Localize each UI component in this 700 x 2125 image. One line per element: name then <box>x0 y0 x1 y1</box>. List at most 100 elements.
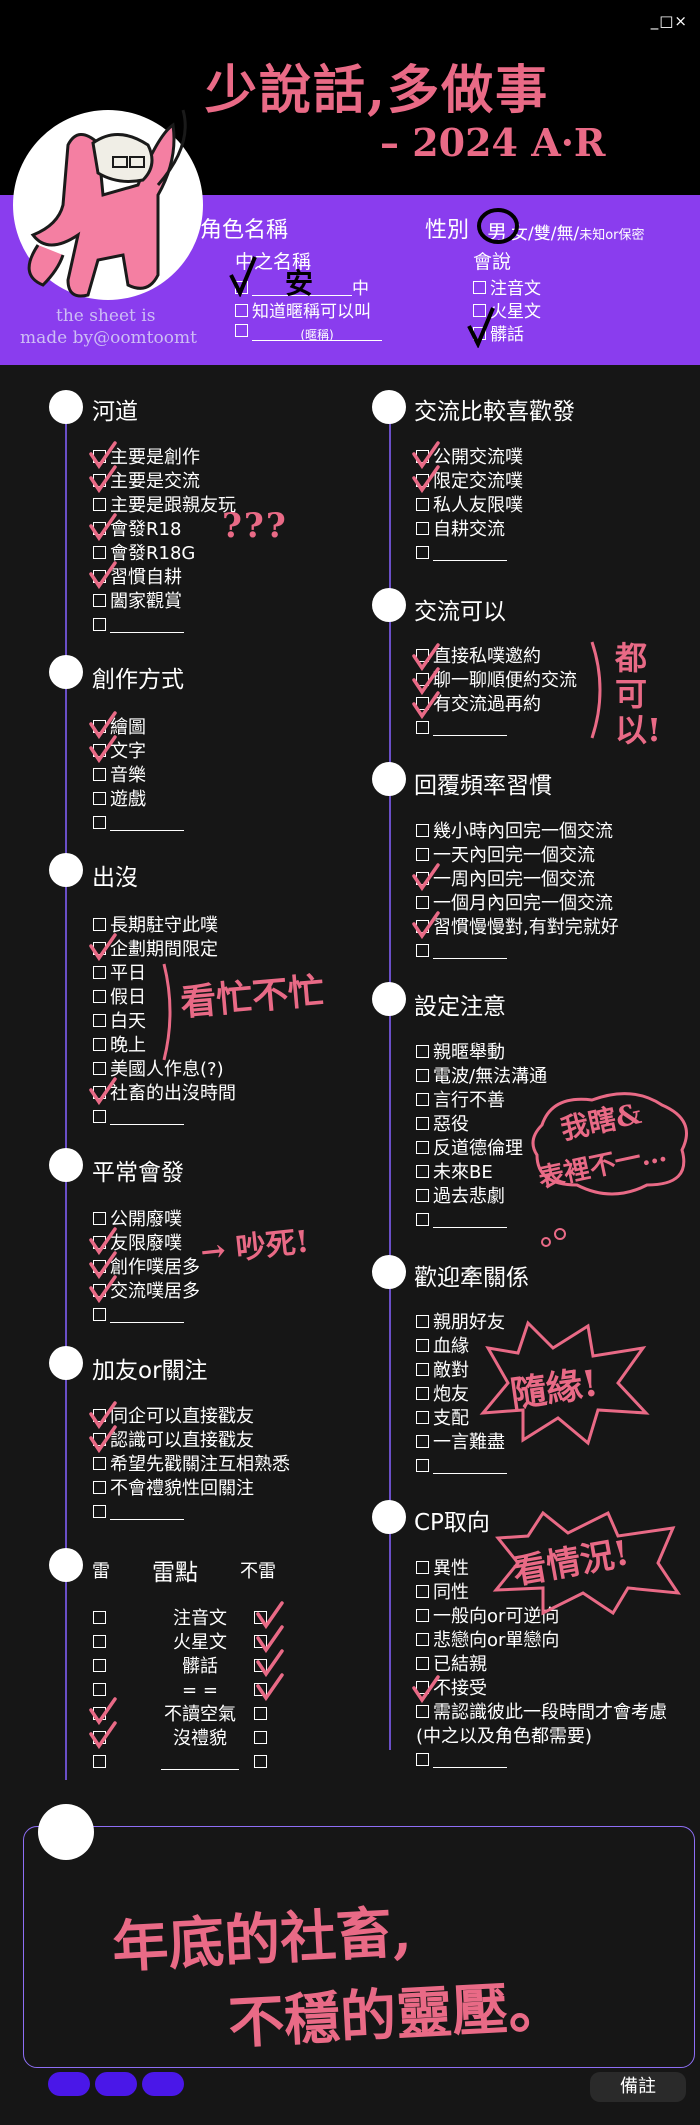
remark-button[interactable]: 備註 <box>590 2072 686 2102</box>
notes-box[interactable] <box>23 1826 695 2068</box>
landmine-box[interactable] <box>254 1631 271 1655</box>
list-item[interactable]: 闔家觀賞 <box>93 590 236 614</box>
list-item[interactable]: 親暱舉動 <box>416 1041 547 1065</box>
list-item[interactable]: 異性 <box>416 1557 667 1581</box>
list-item[interactable] <box>93 812 184 836</box>
list-item[interactable]: 假日 <box>93 986 236 1010</box>
bullshit-bubble <box>531 1092 688 1196</box>
list-item[interactable]: 親朋好友 <box>416 1311 507 1335</box>
list-item[interactable]: 美國人作息(?) <box>93 1058 236 1082</box>
bubble-dots <box>541 1228 566 1247</box>
list-item[interactable]: 認識可以直接戳友 <box>93 1429 290 1453</box>
page-dot-3[interactable] <box>142 2072 184 2096</box>
list-item[interactable]: 公開廢噗 <box>93 1208 200 1232</box>
page-dot-2[interactable] <box>95 2072 137 2096</box>
list-item[interactable]: 炮友 <box>416 1383 507 1407</box>
list-item[interactable]: 一般向or可逆向 <box>416 1605 667 1629</box>
landmine-box[interactable] <box>93 1607 110 1631</box>
list-item[interactable]: 主要是跟親友玩 <box>93 494 236 518</box>
pink-check-icon <box>89 735 117 764</box>
notes-node <box>38 1804 94 1860</box>
list-item[interactable]: 電波/無法溝通 <box>416 1065 547 1089</box>
list-item[interactable]: 希望先戳關注互相熟悉 <box>93 1453 290 1477</box>
setting-node <box>372 982 406 1016</box>
list-item[interactable]: 自耕交流 <box>416 518 523 542</box>
setting-options: 親暱舉動 電波/無法溝通 言行不善 惡役 反道德倫理 未來BE 過去悲劇 <box>416 1041 547 1233</box>
speaks-zhuyin: 注音文 <box>490 279 541 299</box>
gender-option-both[interactable]: 雙 <box>533 224 551 244</box>
list-item[interactable]: 晚上 <box>93 1034 236 1058</box>
list-item[interactable]: 音樂 <box>93 764 184 788</box>
list-item[interactable] <box>416 717 577 741</box>
list-item[interactable]: 惡役 <box>416 1113 547 1137</box>
list-item[interactable] <box>93 614 236 638</box>
list-item[interactable]: 不會禮貌性回關注 <box>93 1477 290 1501</box>
list-item[interactable]: 需認識彼此一段時間才會考慮 <box>416 1701 667 1725</box>
list-item[interactable]: 白天 <box>93 1010 236 1034</box>
list-item[interactable]: 聊一聊順便約交流 <box>416 669 577 693</box>
list-item[interactable] <box>93 1304 200 1328</box>
list-item[interactable]: 幾小時內回完一個交流 <box>416 820 619 844</box>
list-item[interactable]: 過去悲劇 <box>416 1185 547 1209</box>
list-item[interactable]: 一周內回完一個交流 <box>416 868 619 892</box>
list-item[interactable] <box>416 1455 507 1479</box>
list-item[interactable]: 習慣慢慢對,有對完就好 <box>416 916 619 940</box>
nickname-checkbox[interactable] <box>235 304 248 317</box>
list-item[interactable]: 有交流過再約 <box>416 693 577 717</box>
often-node <box>49 1148 83 1182</box>
relation-options: 親朋好友 血緣 敵對 炮友 支配 一言難盡 <box>416 1311 507 1479</box>
list-item[interactable]: 悲戀向or單戀向 <box>416 1629 667 1653</box>
page-dot-1[interactable] <box>48 2072 90 2096</box>
speaks-mars-checkbox[interactable] <box>473 304 486 317</box>
list-item[interactable] <box>416 940 619 964</box>
list-item[interactable]: 會發R18G <box>93 542 236 566</box>
credit-line2: made by@oomtoomt <box>20 328 197 348</box>
nickname-value-checkbox[interactable] <box>235 324 248 337</box>
landmine-box[interactable] <box>254 1655 271 1679</box>
landmine-box[interactable] <box>254 1751 271 1775</box>
list-item[interactable] <box>93 1106 236 1130</box>
landmine-box[interactable] <box>254 1703 271 1727</box>
landmine-box[interactable] <box>254 1607 271 1631</box>
zhongzhi-value: 安 <box>285 267 314 300</box>
list-item[interactable] <box>416 542 523 566</box>
list-item[interactable]: 一天內回完一個交流 <box>416 844 619 868</box>
landmine-box[interactable] <box>93 1655 110 1679</box>
gender-option-none[interactable]: 無 <box>556 224 574 244</box>
landmine-items: 注音文 火星文 髒話 = = 不讀空氣 沒禮貌 <box>140 1607 260 1775</box>
list-item[interactable]: 支配 <box>416 1407 507 1431</box>
list-item[interactable] <box>416 1749 667 1773</box>
list-item[interactable]: 反道德倫理 <box>416 1137 547 1161</box>
gender-option-male[interactable]: 男 <box>487 220 507 244</box>
list-item[interactable]: 言行不善 <box>416 1089 547 1113</box>
list-item[interactable]: 敵對 <box>416 1359 507 1383</box>
landmine-box[interactable] <box>93 1751 110 1775</box>
landmine-box[interactable] <box>93 1631 110 1655</box>
list-item[interactable]: 平日 <box>93 962 236 986</box>
speaks-mars: 火星文 <box>490 302 541 322</box>
list-item[interactable]: 一言難盡 <box>416 1431 507 1455</box>
gender-option-unknown[interactable]: 未知or保密 <box>579 228 645 243</box>
role-name-label: 角色名稱 <box>200 218 289 243</box>
list-item[interactable]: 不接受 <box>416 1677 667 1701</box>
list-item[interactable]: 遊戲 <box>93 788 184 812</box>
list-item[interactable]: 未來BE <box>416 1161 547 1185</box>
list-item[interactable] <box>93 1501 290 1525</box>
cp-options: 異性 同性 一般向or可逆向 悲戀向or單戀向 已結親 不接受 需認識彼此一段時… <box>416 1557 667 1773</box>
speaks-zhuyin-checkbox[interactable] <box>473 281 486 294</box>
list-item[interactable]: 長期駐守此噗 <box>93 914 236 938</box>
list-item: 沒禮貌 <box>173 1728 227 1749</box>
window-controls[interactable]: _□× <box>650 12 688 30</box>
list-item[interactable]: 血緣 <box>416 1335 507 1359</box>
landmine-box[interactable] <box>254 1727 271 1751</box>
list-item[interactable]: 私人友限噗 <box>416 494 523 518</box>
list-item[interactable]: 已結親 <box>416 1653 667 1677</box>
landmine-box[interactable] <box>254 1679 271 1703</box>
pink-check-icon <box>89 513 117 542</box>
list-item[interactable]: 一個月內回完一個交流 <box>416 892 619 916</box>
list-item[interactable]: 直接私噗邀約 <box>416 645 577 669</box>
list-item[interactable] <box>416 1209 547 1233</box>
list-item[interactable]: 同性 <box>416 1581 667 1605</box>
landmine-box[interactable] <box>93 1679 110 1703</box>
list-item[interactable]: 同企可以直接戳友 <box>93 1405 290 1429</box>
